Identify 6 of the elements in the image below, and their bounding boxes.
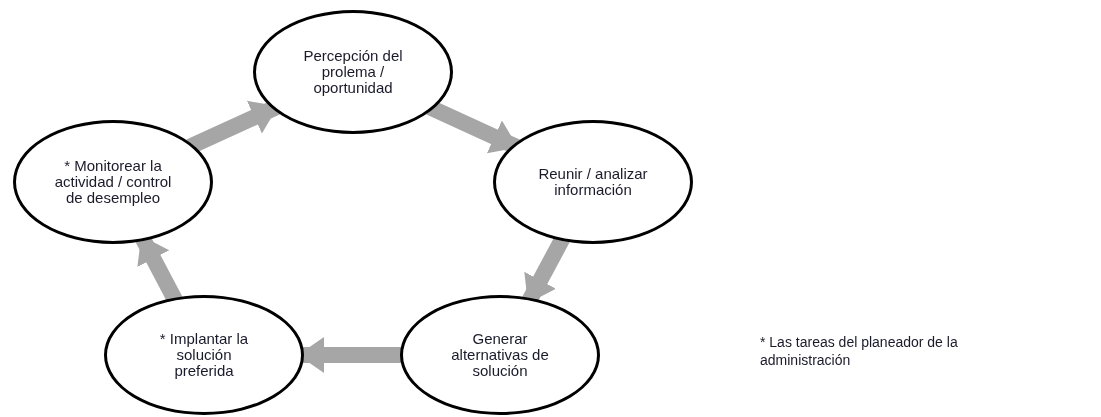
node-text: * Implantar la solución preferida [158, 331, 250, 379]
node-text: Percepción del prolema / oportunidad [302, 48, 404, 96]
node-text: Generar alternativas de solución [450, 331, 550, 379]
node-text: Reunir / analizar información [537, 166, 649, 198]
footnote: * Las tareas del planeador de la administración [760, 333, 959, 370]
node-text: * Monitorear la actividad / control de desempleo [54, 158, 172, 206]
